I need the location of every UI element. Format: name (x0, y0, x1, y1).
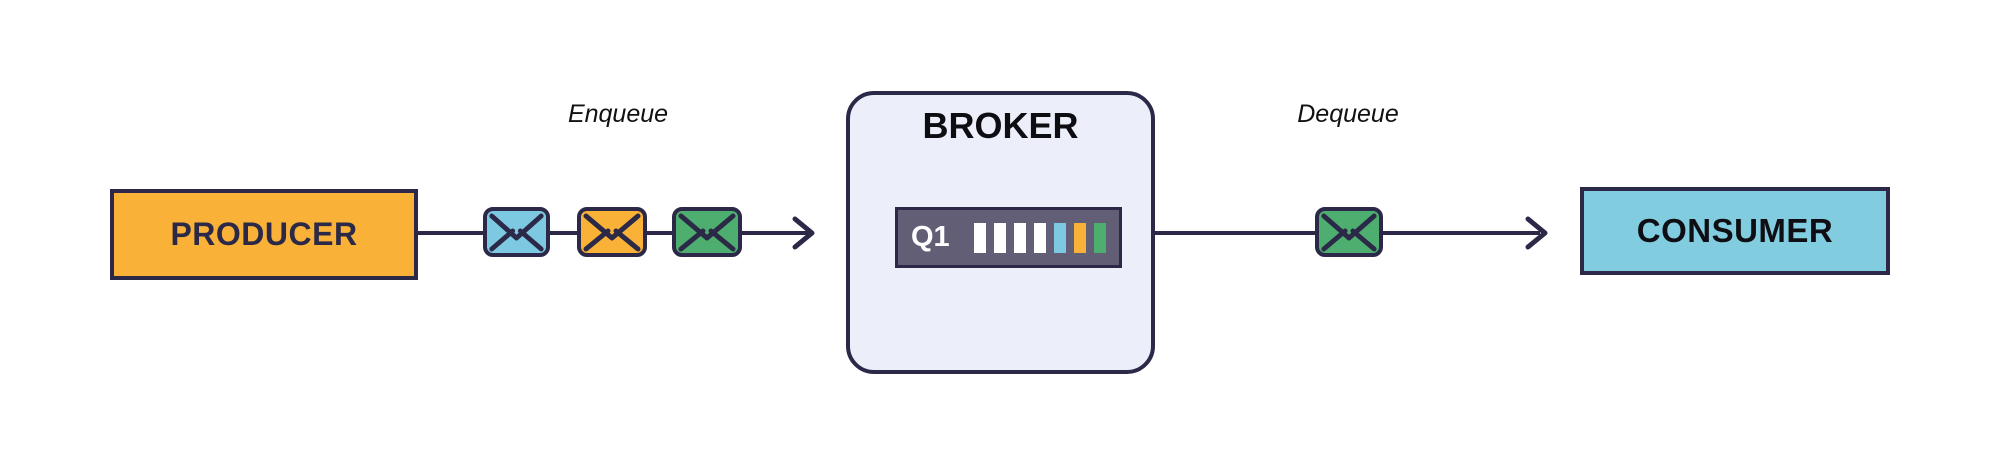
producer-node: PRODUCER (110, 189, 418, 280)
enqueue-label: Enqueue (567, 100, 669, 128)
consumer-node: CONSUMER (1580, 187, 1890, 275)
broker-label: BROKER (922, 105, 1079, 146)
queue-slot (1093, 222, 1106, 253)
queue-slot (1033, 222, 1046, 253)
arrowhead-right-icon (1525, 216, 1548, 250)
queue-slot (1073, 222, 1086, 253)
message-envelope-green (672, 207, 742, 257)
message-envelope-green (1315, 207, 1383, 257)
arrowhead-right-icon (792, 216, 815, 250)
envelope-icon (678, 213, 736, 252)
envelope-icon (583, 213, 641, 252)
broker-node: BROKER Q1 (846, 91, 1155, 374)
queue-slot (973, 222, 986, 253)
dequeue-label: Dequeue (1297, 100, 1399, 128)
queue-slot (993, 222, 1006, 253)
producer-label: PRODUCER (170, 216, 358, 252)
queue-bar: Q1 (895, 207, 1122, 268)
queue-slot (1053, 222, 1066, 253)
envelope-icon (1321, 213, 1377, 252)
queue-slot (1013, 222, 1026, 253)
message-envelope-orange (577, 207, 647, 257)
queue-name-label: Q1 (911, 221, 950, 253)
queue-slots (973, 222, 1106, 253)
envelope-icon (489, 213, 544, 252)
consumer-label: CONSUMER (1636, 212, 1834, 249)
message-envelope-blue (483, 207, 550, 257)
